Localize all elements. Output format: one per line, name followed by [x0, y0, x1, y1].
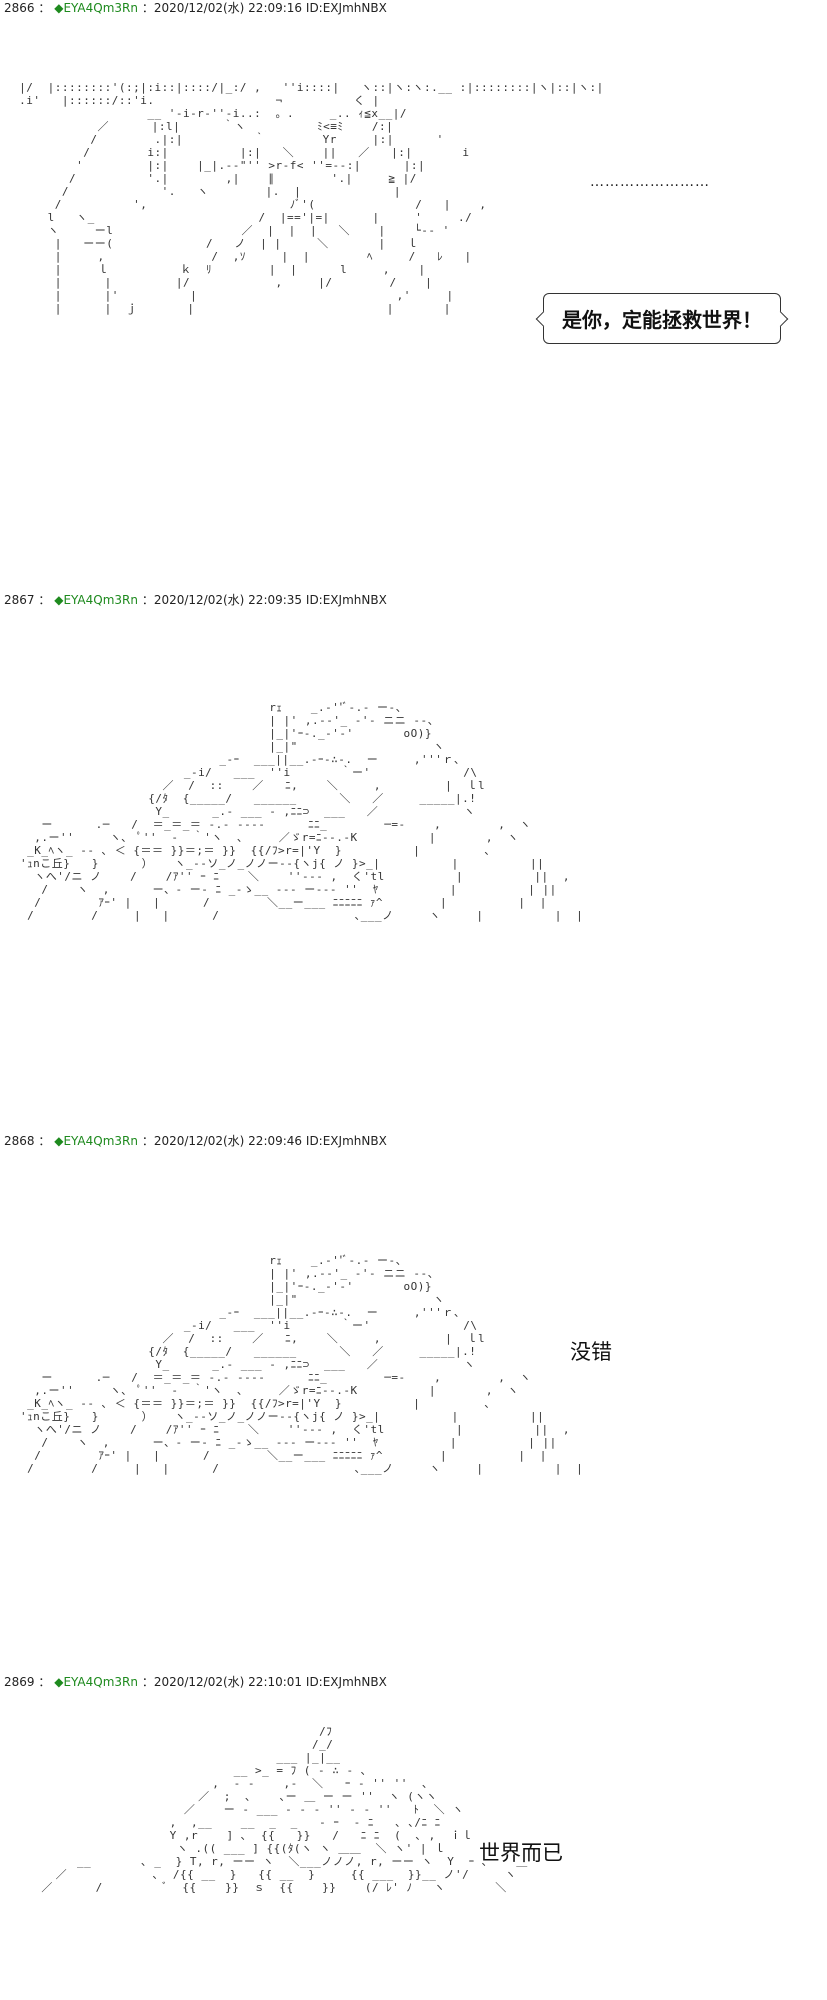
- ascii-art-creature-closeup: /ﾌ /_/ ___ |_|__ __ >_ = ﾌ ( ‐ ∴ ‐ ､ , -…: [41, 1725, 528, 1894]
- post-header: 2868 ： ◆EYA4Qm3Rn ：2020/12/02(水) 22:09:4…: [4, 1133, 387, 1149]
- trip-diamond-icon: ◆: [54, 1, 64, 15]
- post-id[interactable]: ID:EXJmhNBX: [305, 1, 387, 15]
- post-datetime: ：2020/12/02(水) 22:10:01: [141, 1675, 303, 1689]
- trip-diamond-icon: ◆: [54, 593, 64, 607]
- ellipsis-text: ……………………: [590, 174, 710, 190]
- ascii-art-girl: |/ |::::::::'(:;|:i::|::::/|_:/ , ''i:::…: [19, 81, 604, 315]
- trip-diamond-icon: ◆: [54, 1134, 64, 1148]
- post-header: 2869 ： ◆EYA4Qm3Rn ：2020/12/02(水) 22:10:0…: [4, 1674, 387, 1690]
- post-number: 2869: [4, 1675, 35, 1689]
- speech-bubble: 是你，定能拯救世界！: [543, 293, 781, 344]
- post-separator: ：: [38, 1134, 51, 1148]
- post-id[interactable]: ID:EXJmhNBX: [305, 593, 387, 607]
- post-header: 2866 ： ◆EYA4Qm3Rn ：2020/12/02(水) 22:09:1…: [4, 0, 387, 16]
- poster-trip[interactable]: EYA4Qm3Rn: [63, 1134, 138, 1148]
- caption-text: 没错: [570, 1340, 612, 1364]
- poster-trip[interactable]: EYA4Qm3Rn: [63, 593, 138, 607]
- post-number: 2867: [4, 593, 35, 607]
- caption-text: 世界而已: [479, 1841, 563, 1865]
- ascii-art-creature: rｪ _.-''ﾞ-.- ー-、 | |' ,.--'_ -'- ニニ ‐-、 …: [20, 1254, 584, 1475]
- post-number: 2868: [4, 1134, 35, 1148]
- post-separator: ：: [38, 593, 51, 607]
- post-separator: ：: [38, 1, 51, 15]
- poster-trip[interactable]: EYA4Qm3Rn: [63, 1, 138, 15]
- poster-trip[interactable]: EYA4Qm3Rn: [63, 1675, 138, 1689]
- post-header: 2867 ： ◆EYA4Qm3Rn ：2020/12/02(水) 22:09:3…: [4, 592, 387, 608]
- trip-diamond-icon: ◆: [54, 1675, 64, 1689]
- post-datetime: ：2020/12/02(水) 22:09:46: [141, 1134, 303, 1148]
- post-number: 2866: [4, 1, 35, 15]
- post-datetime: ：2020/12/02(水) 22:09:35: [141, 593, 303, 607]
- post-separator: ：: [38, 1675, 51, 1689]
- post-id[interactable]: ID:EXJmhNBX: [305, 1675, 387, 1689]
- post-datetime: ：2020/12/02(水) 22:09:16: [141, 1, 303, 15]
- ascii-art-creature: rｪ _.-''ﾞ-.- ー-、 | |' ,.--'_ -'- ニニ ‐-、 …: [20, 701, 584, 922]
- post-id[interactable]: ID:EXJmhNBX: [305, 1134, 387, 1148]
